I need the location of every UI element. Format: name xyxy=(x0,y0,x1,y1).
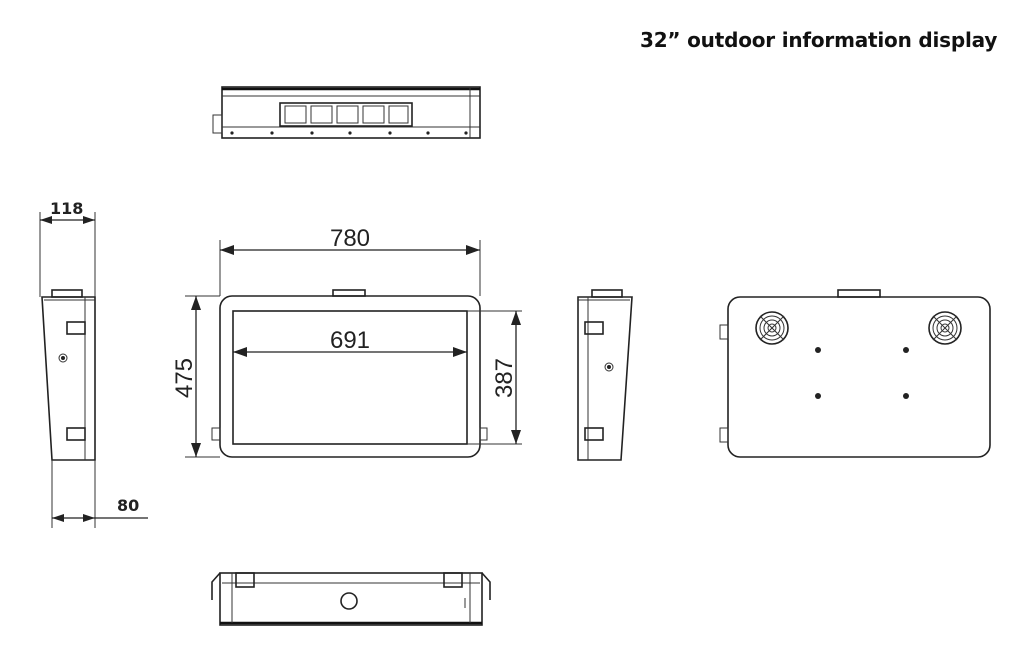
dimension-height-total: 475 xyxy=(171,295,220,458)
depth-bottom-label: 80 xyxy=(117,496,139,515)
dimension-depth-top: 118 xyxy=(39,199,96,297)
front-view xyxy=(211,289,488,458)
dimension-width-screen: 691 xyxy=(233,327,467,357)
dimension-height-screen: 387 xyxy=(467,310,522,445)
top-view xyxy=(212,86,481,139)
width-screen-label: 691 xyxy=(330,327,370,354)
right-side-view xyxy=(577,289,633,461)
width-total-label: 780 xyxy=(330,225,370,252)
speaker-grille-left xyxy=(755,311,789,345)
rear-view xyxy=(719,289,991,458)
dimension-width-total: 780 xyxy=(219,225,481,296)
height-total-label: 475 xyxy=(171,358,198,398)
dimension-depth-bottom: 80 xyxy=(51,460,148,528)
height-screen-label: 387 xyxy=(491,358,518,398)
speaker-grille-right xyxy=(928,311,962,345)
page-title: 32” outdoor information display xyxy=(640,28,998,52)
bottom-view xyxy=(211,572,491,626)
depth-top-label: 118 xyxy=(50,199,83,218)
left-side-view xyxy=(41,289,96,461)
vent-grille xyxy=(279,102,413,127)
